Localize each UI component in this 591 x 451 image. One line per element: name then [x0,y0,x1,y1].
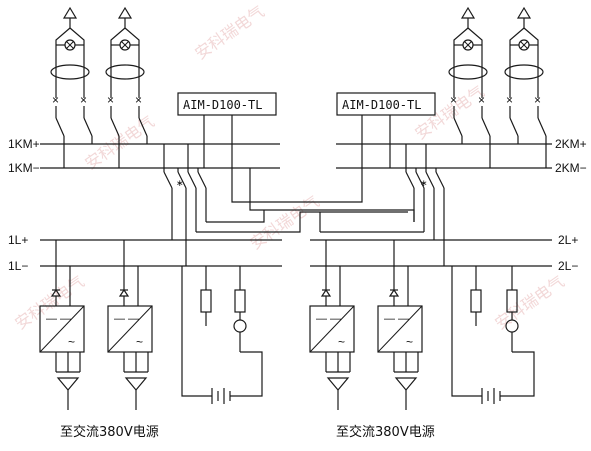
svg-text:~: ~ [68,335,75,349]
bus-label-2l-neg: 2L− [558,259,578,273]
svg-text:— —: — — [46,313,71,325]
svg-text:~: ~ [406,335,413,349]
svg-text:×: × [52,93,59,107]
svg-text:×: × [450,93,457,107]
km-bus-right: 2KM+ 2KM− [336,137,587,175]
svg-text:— —: — — [384,313,409,325]
bus-label-2km-pos: 2KM+ [555,137,587,151]
svg-text:∗: ∗ [420,178,428,188]
svg-text:~: ~ [136,335,143,349]
rectifier-right-1: — — ~ [309,240,355,410]
tie-switches-left: ∗ [163,144,207,266]
svg-text:— —: — — [114,313,139,325]
rectifier-right-2: — — ~ [377,240,423,410]
aim-module-right: AIM-D100-TL [336,92,436,168]
caption-right: 至交流380V电源 [336,424,435,440]
bus-label-1l-neg: 1L− [8,259,28,273]
lamp-branch-right-2: × × [504,6,547,168]
km-bus-left: 1KM+ 1KM− [8,137,280,175]
aim-module-left: AIM-D100-TL [177,92,277,168]
lamp-branch-left-2: × × [105,6,148,168]
svg-text:×: × [478,93,485,107]
bus-label-2km-neg: 2KM− [555,161,587,175]
bus-label-1km-neg: 1KM− [8,161,40,175]
rectifier-left-2: — — ~ [107,240,153,410]
svg-text:×: × [107,93,114,107]
tie-switches-right: ∗ [405,144,445,266]
watermark: 安科瑞电气 [411,82,487,143]
battery-circuit-right [451,266,535,404]
l-bus-left: 1L+ 1L− [8,233,282,273]
aim-module-right-label: AIM-D100-TL [342,98,421,112]
svg-text:×: × [80,93,87,107]
watermark: 安科瑞电气 [191,2,267,63]
lamp-branch-left-1: × × [50,6,93,168]
svg-text:~: ~ [338,335,345,349]
bus-label-1km-pos: 1KM+ [8,137,40,151]
battery-circuit-left [181,266,263,404]
watermark: 安科瑞电气 [81,112,157,173]
svg-text:— —: — — [316,313,341,325]
bus-label-2l-pos: 2L+ [558,233,578,247]
bus-label-1l-pos: 1L+ [8,233,28,247]
lamp-branch-right-1: × × [448,6,491,168]
caption-left: 至交流380V电源 [60,424,159,440]
svg-text:×: × [534,93,541,107]
svg-text:×: × [135,93,142,107]
aim-module-left-label: AIM-D100-TL [183,98,262,112]
svg-text:∗: ∗ [176,178,184,188]
cross-links [196,144,424,233]
rectifier-left-1: — — ~ [39,240,85,410]
svg-text:×: × [506,93,513,107]
watermark: 安科瑞电气 [491,272,567,333]
